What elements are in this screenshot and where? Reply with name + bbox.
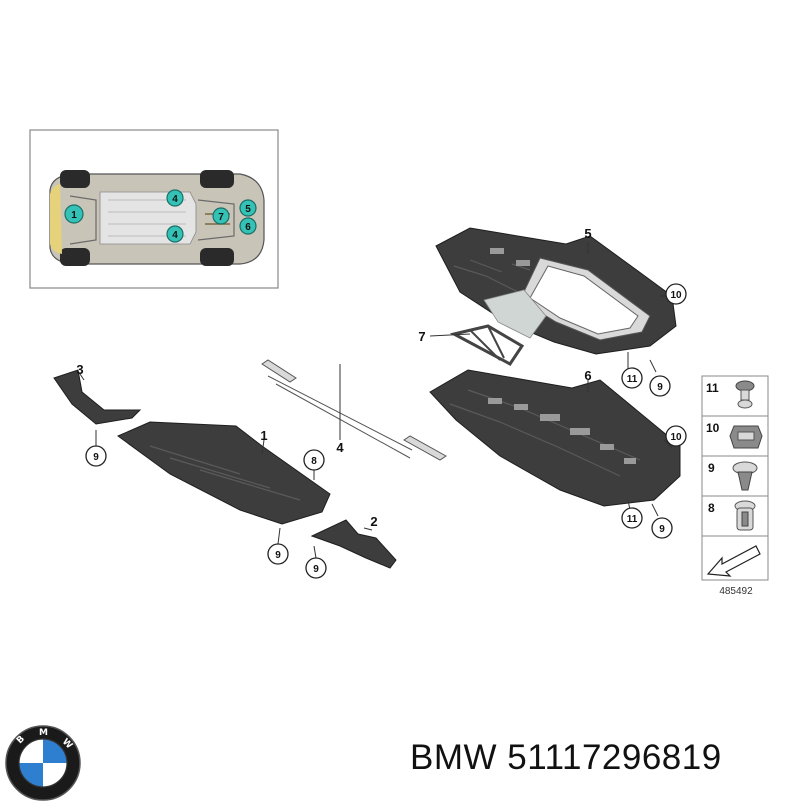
part-number: 51117296819: [507, 738, 722, 777]
callout-10-lower: 10: [665, 425, 687, 447]
part-6-underbody-panel: [429, 369, 681, 507]
callout-4: 4: [336, 440, 344, 455]
callout-10-lower-label: 10: [670, 432, 682, 443]
spreader-nut-icon: [734, 500, 756, 531]
callout-3: 3: [76, 362, 83, 377]
inset-marker-4-top: 4: [166, 189, 184, 207]
inset-marker-5: 5: [239, 199, 257, 217]
callout-9-upper-label: 9: [657, 382, 663, 393]
footer-caption: BMW 51117296819: [410, 738, 722, 778]
inset-marker-7-label: 7: [218, 212, 224, 223]
callout-9-center: 9: [267, 543, 289, 565]
legend-row-9: 9: [708, 461, 758, 491]
legend-row-10: 10: [706, 421, 763, 449]
inset-marker-5-label: 5: [245, 204, 251, 215]
legend-label-11: 11: [706, 381, 719, 395]
front-arrow-icon: [706, 545, 761, 577]
legend-row-11: 11: [706, 380, 755, 409]
inset-marker-1-label: 1: [71, 210, 77, 221]
callout-11-upper-label: 11: [627, 374, 638, 385]
callout-9-bottom-label: 9: [313, 564, 319, 575]
part-7-bracket: [449, 324, 525, 366]
callout-2: 2: [370, 514, 377, 529]
legend-frame: [701, 375, 769, 581]
callout-9-right: 9: [651, 517, 673, 539]
inset-marker-4-top-label: 4: [172, 194, 178, 205]
callout-10-upper-label: 10: [670, 290, 682, 301]
inset-marker-4-bottom-label: 4: [172, 230, 178, 241]
svg-text:M: M: [39, 728, 48, 738]
callout-9-bottom: 9: [305, 557, 327, 579]
expanding-rivet-icon: [732, 461, 758, 491]
legend-label-9: 9: [708, 461, 715, 475]
callout-1: 1: [260, 428, 267, 443]
callout-9-left: 9: [85, 445, 107, 467]
callout-11-lower-label: 11: [627, 514, 638, 525]
part-4-strips: [261, 359, 447, 461]
callout-11-upper: 11: [621, 367, 643, 389]
push-rivet-icon: [735, 380, 755, 409]
inset-marker-6: 6: [239, 217, 257, 235]
callout-5: 5: [584, 226, 591, 241]
callout-9-center-label: 9: [275, 550, 281, 561]
legend-label-10: 10: [706, 421, 720, 435]
inset-marker-6-label: 6: [245, 222, 251, 233]
callout-7: 7: [418, 329, 425, 344]
callout-6: 6: [584, 368, 591, 383]
part-3-bracket: [53, 369, 142, 425]
bmw-roundel-icon: B M W: [5, 725, 81, 801]
legend-label-8: 8: [708, 501, 715, 515]
callout-10-upper: 10: [665, 283, 687, 305]
brand-name: BMW: [410, 738, 498, 777]
part-1-underbody-shield: [117, 421, 331, 525]
callout-11-lower: 11: [621, 507, 643, 529]
diagram-number: 485492: [719, 586, 753, 597]
leader-lines: [79, 242, 674, 559]
part-2-bracket: [310, 519, 397, 569]
callout-8: 8: [303, 449, 325, 471]
part-5-underbody-panel: [435, 227, 677, 355]
callout-numbers: 5 7 6 3 1 4 2: [76, 226, 591, 529]
callout-9-left-label: 9: [93, 452, 99, 463]
clip-nut-icon: [729, 425, 763, 449]
callout-9-right-label: 9: [659, 524, 665, 535]
callout-8-label: 8: [311, 456, 317, 467]
inset-marker-4-bottom: 4: [166, 225, 184, 243]
circled-callouts: 10 11 9 10 11 9 9 8: [85, 283, 687, 579]
fastener-legend: 11 10 9 8: [701, 375, 769, 597]
legend-row-8: 8: [708, 500, 756, 531]
inset-marker-1: 1: [64, 204, 84, 224]
callout-9-upper: 9: [649, 375, 671, 397]
inset-overview: 1 4 4 7 5 6: [29, 129, 279, 289]
car-underbody: [49, 170, 265, 266]
inset-marker-7: 7: [212, 207, 230, 225]
